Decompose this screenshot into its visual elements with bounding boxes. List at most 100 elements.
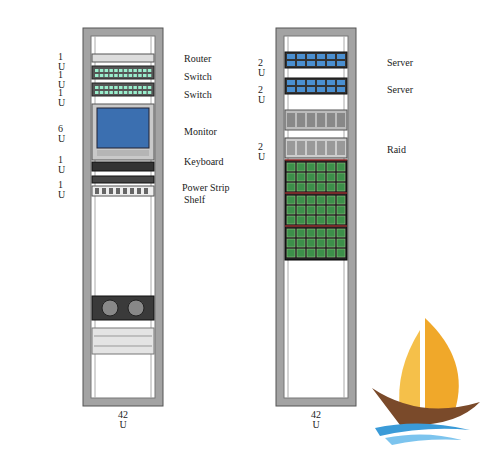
drive-bay xyxy=(327,196,335,204)
router-unit xyxy=(92,54,154,62)
drive-bay xyxy=(297,249,305,257)
drive-bay xyxy=(337,173,345,181)
port xyxy=(133,91,137,94)
port xyxy=(105,74,109,77)
drive-bay xyxy=(287,173,295,181)
rack-interior xyxy=(284,36,348,398)
port xyxy=(138,74,142,77)
drive-bay xyxy=(317,216,325,224)
drive-bay xyxy=(317,80,325,85)
port xyxy=(114,74,118,77)
drive-bay xyxy=(337,206,345,214)
port xyxy=(124,69,128,72)
rack-frame xyxy=(276,28,356,406)
drive-bay xyxy=(317,206,325,214)
outlet xyxy=(102,188,106,194)
drive-bay xyxy=(287,229,295,237)
drive-bay xyxy=(337,113,345,127)
device-label: Raid xyxy=(387,145,406,155)
drive-bay xyxy=(327,54,335,59)
drive-bay xyxy=(327,229,335,237)
enclosure-edge xyxy=(285,226,347,227)
drive-bay xyxy=(307,61,315,66)
drive-bay xyxy=(297,183,305,191)
drive-bay xyxy=(297,141,305,155)
server-unit xyxy=(285,52,347,68)
drive-bay xyxy=(337,216,345,224)
unit-label: 1U xyxy=(58,88,63,108)
drive-bay xyxy=(317,141,325,155)
logo-sail xyxy=(425,318,459,410)
drive-bay xyxy=(307,229,315,237)
fan-unit xyxy=(92,296,154,320)
port xyxy=(129,91,133,94)
device-label: Server xyxy=(387,58,413,68)
port xyxy=(100,69,104,72)
drive-bay xyxy=(327,239,335,247)
port xyxy=(100,91,104,94)
drive-bay xyxy=(327,173,335,181)
drive-bay xyxy=(327,183,335,191)
logo-wave xyxy=(385,434,462,445)
shelf-line xyxy=(94,346,152,347)
raid-unit xyxy=(285,138,347,158)
power-outlets xyxy=(95,188,148,194)
unit-label: 42 U xyxy=(307,410,325,430)
fan xyxy=(102,300,118,316)
drive-bay xyxy=(297,239,305,247)
drive-bay xyxy=(317,239,325,247)
unit-label: 1U xyxy=(58,52,63,72)
port xyxy=(138,91,142,94)
outlet xyxy=(137,188,141,194)
outlet xyxy=(130,188,134,194)
device-label: Switch xyxy=(184,72,212,82)
server-unit xyxy=(285,78,347,94)
drive-bay xyxy=(287,113,295,127)
port xyxy=(95,74,99,77)
port xyxy=(148,91,152,94)
drive-bay xyxy=(297,80,305,85)
drive-bay xyxy=(297,87,305,92)
port xyxy=(119,69,123,72)
port xyxy=(138,86,142,89)
rack-interior xyxy=(91,36,155,398)
drive-bay xyxy=(317,173,325,181)
port xyxy=(148,86,152,89)
drive-bay xyxy=(297,173,305,181)
port xyxy=(143,91,147,94)
drive-bay xyxy=(327,141,335,155)
port xyxy=(133,86,137,89)
port xyxy=(148,69,152,72)
unit-label: 6U xyxy=(58,124,63,144)
drive-bay xyxy=(327,87,335,92)
port xyxy=(119,74,123,77)
outlet xyxy=(95,188,99,194)
drive-bay xyxy=(317,229,325,237)
drive-bay xyxy=(317,163,325,171)
drive-bay xyxy=(307,216,315,224)
port xyxy=(133,74,137,77)
drive-bay xyxy=(297,163,305,171)
switch-ports xyxy=(95,69,151,94)
drive-bay xyxy=(307,141,315,155)
outlet xyxy=(109,188,113,194)
outlet xyxy=(144,188,148,194)
storage-unit xyxy=(285,110,347,130)
drive-bay xyxy=(287,196,295,204)
monitor-buttons xyxy=(97,150,149,156)
drive-bay xyxy=(307,113,315,127)
drive-bay xyxy=(317,196,325,204)
port xyxy=(114,86,118,89)
port xyxy=(129,86,133,89)
drive-bay xyxy=(287,249,295,257)
drive-bay xyxy=(297,113,305,127)
unit-label: 2U xyxy=(258,85,263,105)
drive-bay xyxy=(307,239,315,247)
drive-bay xyxy=(317,113,325,127)
logo-sail xyxy=(399,330,420,410)
drive-bay xyxy=(317,183,325,191)
unit-label: 1U xyxy=(58,70,63,90)
rack-frame xyxy=(83,28,163,406)
fan xyxy=(128,300,144,316)
